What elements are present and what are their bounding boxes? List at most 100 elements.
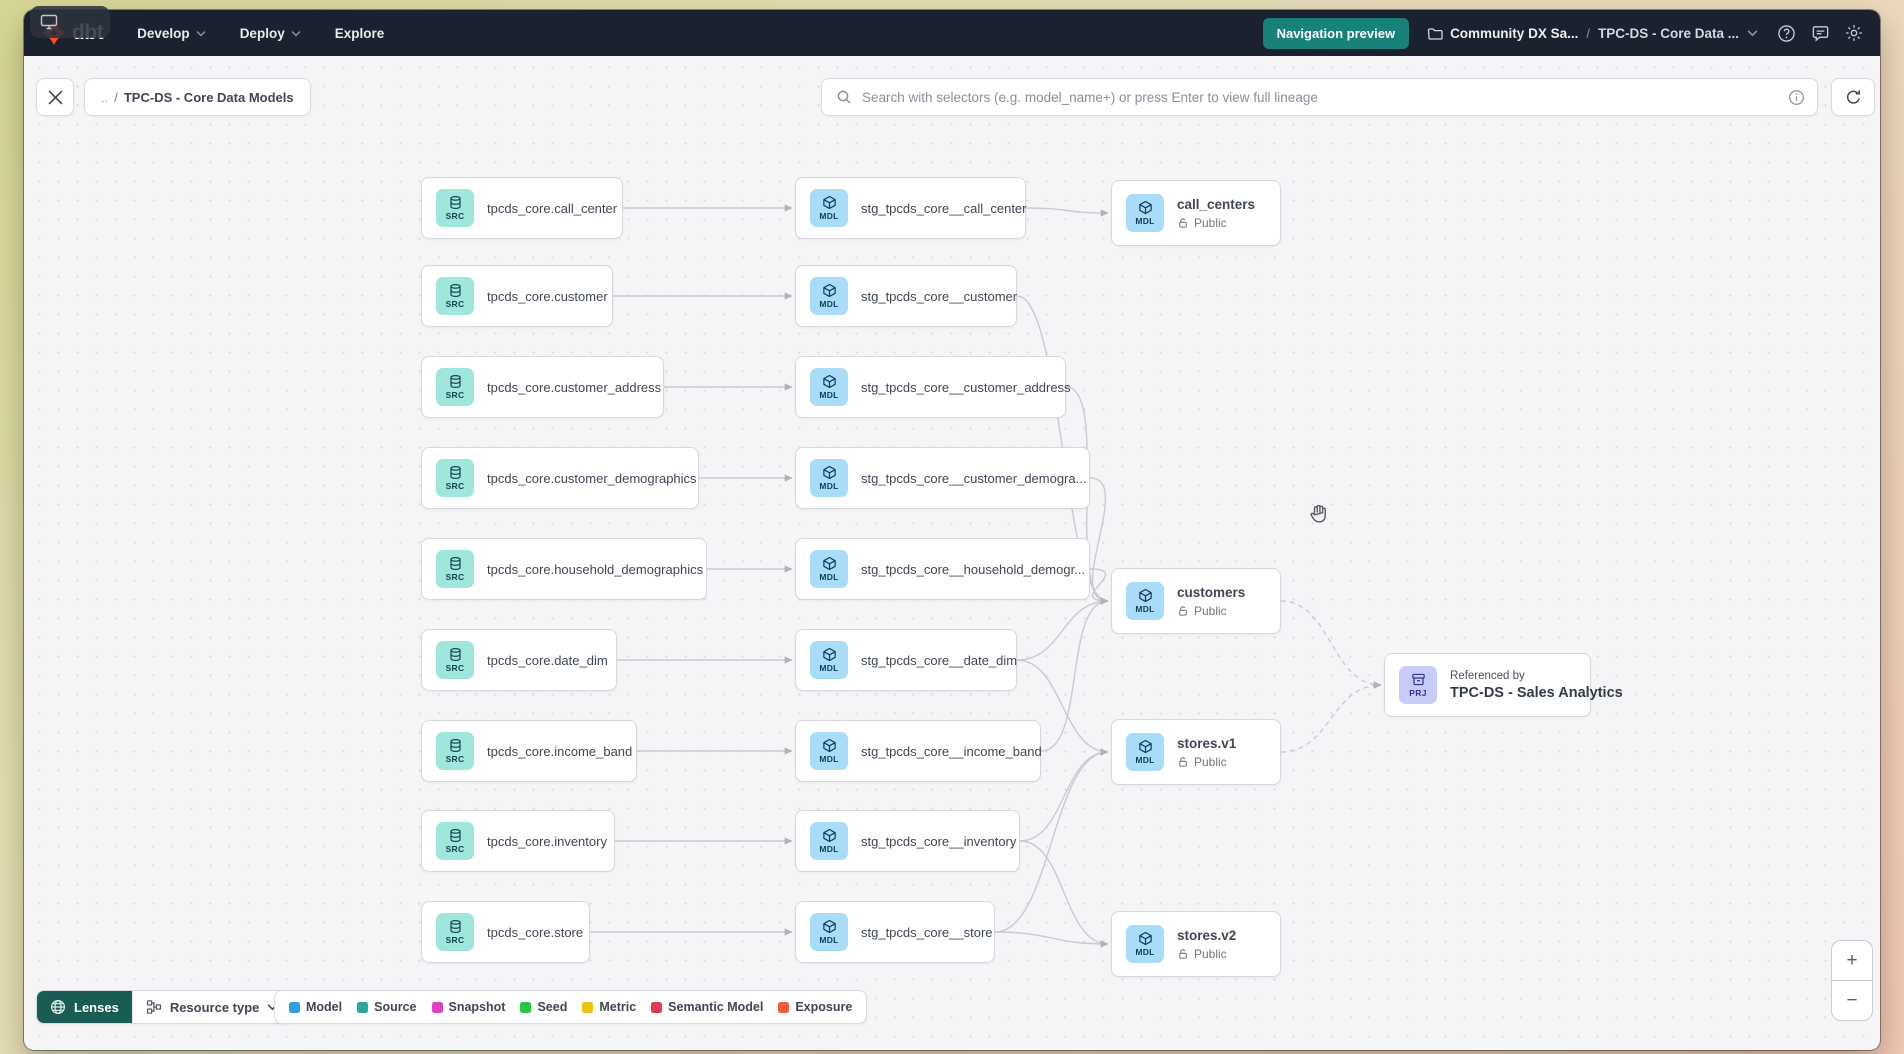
model-icon: MDL [810,913,848,951]
info-icon[interactable] [1788,89,1805,111]
search-input[interactable] [862,89,1777,105]
refresh-lineage-button[interactable] [1831,78,1875,116]
nav-menu-item-develop[interactable]: Develop [137,26,206,41]
nav-menu: Develop Deploy Explore [137,26,384,41]
edge-stg_store-to-pub_stores_v2 [994,931,1109,948]
node-title: stg_tpcds_core__inventory [861,833,1017,849]
edge-stg_income_band-to-pub_customers [1040,597,1109,752]
source-icon: SRC [436,459,474,497]
legend-item-snapshot: Snapshot [431,1000,505,1014]
lineage-search [821,78,1818,116]
breadcrumb-up[interactable]: .. [101,89,109,105]
settings-gear-icon[interactable] [1844,23,1864,43]
monitor-icon [40,14,58,30]
node-title: tpcds_core.customer_demographics [487,470,697,486]
chevron-down-icon[interactable] [1747,29,1758,37]
node-title: stg_tpcds_core__date_dim [861,652,1018,668]
model-icon: MDL [810,277,848,315]
node-title: tpcds_core.customer_address [487,379,662,395]
edge-stg_store-to-pub_stores_v1 [994,748,1109,933]
nav-menu-item-deploy[interactable]: Deploy [240,26,301,41]
node-access-badge: Public [1177,604,1245,618]
source-icon: SRC [436,277,474,315]
close-icon [47,89,63,105]
folder-icon [1427,27,1443,40]
node-title: tpcds_core.income_band [487,743,633,759]
breadcrumb-current: TPC-DS - Core Data Models [123,89,294,105]
resource-type-icon [146,1000,161,1014]
unlock-icon [1179,217,1187,228]
legend-swatch [520,1001,532,1013]
node-title: TPC-DS - Sales Analytics [1450,684,1623,701]
legend-item-model: Model [289,1000,342,1014]
graph-node-stg_date_dim[interactable]: MDL stg_tpcds_core__date_dim [795,629,1017,691]
crumb-separator: / [1586,25,1590,41]
model-icon: MDL [810,822,848,860]
graph-node-src_customer_address[interactable]: SRC tpcds_core.customer_address [421,356,664,418]
source-icon: SRC [436,189,474,227]
graph-node-stg_inventory[interactable]: MDL stg_tpcds_core__inventory [795,810,1020,872]
graph-node-src_customer_demographics[interactable]: SRC tpcds_core.customer_demographics [421,447,699,509]
node-title: tpcds_core.date_dim [487,652,608,668]
legend-item-source: Source [357,1000,417,1014]
node-access-badge: Public [1177,755,1236,769]
node-title: tpcds_core.household_demographics [487,561,704,577]
model-icon: MDL [810,550,848,588]
lineage-breadcrumb-chip[interactable]: .. / TPC-DS - Core Data Models [84,78,311,116]
edge-stg_date_dim-to-pub_stores_v1 [1016,659,1109,756]
zoom-out-button[interactable]: − [1846,989,1858,1011]
zoom-in-button[interactable]: + [1846,949,1858,971]
source-icon: SRC [436,732,474,770]
edge-pub_stores_v1-to-prj_sales [1280,681,1382,753]
edge-pub_customers-to-prj_sales [1280,600,1382,689]
source-icon: SRC [436,368,474,406]
node-title: tpcds_core.customer [487,288,608,304]
model-icon: MDL [1126,925,1164,963]
navigation-preview-button[interactable]: Navigation preview [1262,17,1410,49]
feedback-icon[interactable] [1810,23,1830,43]
close-lineage-button[interactable] [36,78,74,116]
project-crumb[interactable]: TPC-DS - Core Data ... [1597,25,1739,41]
screen-share-indicator[interactable] [30,6,110,38]
resource-type-dropdown[interactable]: Resource type [131,991,292,1023]
node-title: stg_tpcds_core__customer_address [861,379,1071,395]
graph-node-src_income_band[interactable]: SRC tpcds_core.income_band [421,720,637,782]
node-access-badge: Public [1177,947,1236,961]
node-title: stores.v2 [1177,927,1237,943]
graph-node-stg_customer[interactable]: MDL stg_tpcds_core__customer [795,265,1017,327]
node-access-badge: Public [1177,216,1255,230]
graph-node-src_customer[interactable]: SRC tpcds_core.customer [421,265,613,327]
legend-swatch [289,1001,300,1013]
help-icon[interactable] [1776,23,1796,43]
lenses-button[interactable]: Lenses [37,991,132,1023]
nav-menu-item-explore[interactable]: Explore [334,25,385,41]
model-icon: MDL [810,732,848,770]
account-crumb[interactable]: Community DX Sa... [1427,26,1578,41]
legend-swatch [582,1001,594,1013]
legend-swatch [651,1001,663,1013]
model-icon: MDL [810,641,848,679]
legend-swatch [357,1001,369,1013]
source-icon: SRC [436,913,474,951]
node-title: tpcds_core.inventory [487,833,607,849]
node-title: stg_tpcds_core__customer [861,288,1018,304]
